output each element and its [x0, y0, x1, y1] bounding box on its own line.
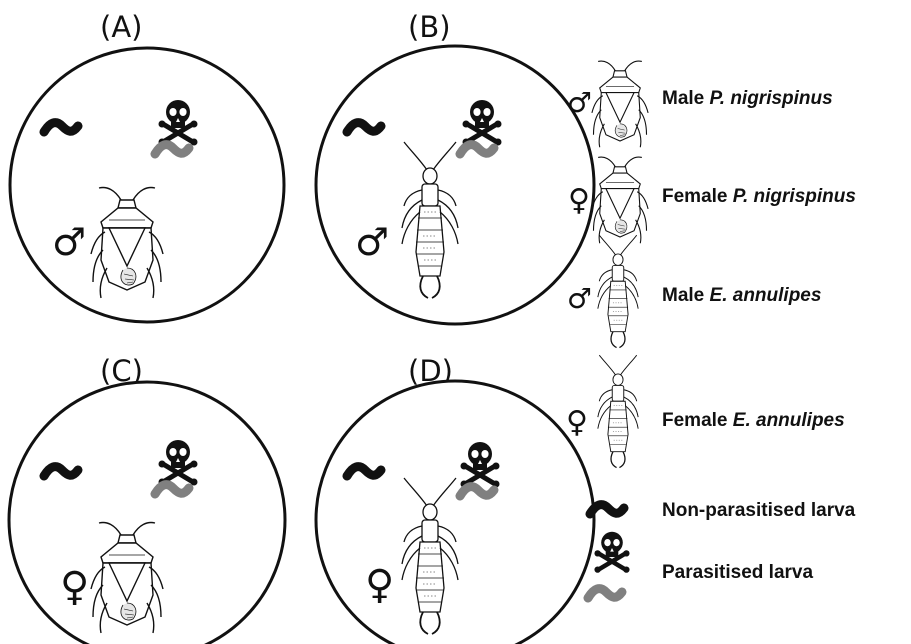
- legend-parasitised-label: Parasitised larva: [662, 562, 813, 584]
- male-symbol-icon: ♂: [355, 220, 389, 264]
- legend-species: E. annulipes: [710, 285, 822, 306]
- legend-species: E. annulipes: [733, 410, 845, 431]
- legend-non-parasitised-label: Non-parasitised larva: [662, 500, 855, 522]
- male-symbol-icon: ♂: [567, 86, 592, 119]
- panel-c: ♀: [9, 382, 285, 644]
- legend-male-earwig-label: Male E. annulipes: [662, 285, 821, 307]
- stink-bug-icon: [592, 61, 648, 147]
- skull-crossbones-icon: [594, 532, 629, 573]
- panel-d: ♀: [316, 381, 594, 644]
- male-symbol-icon: ♂: [52, 220, 86, 264]
- legend-male-bug-label: Male P. nigrispinus: [662, 88, 833, 110]
- legend-prefix: Female: [662, 410, 733, 431]
- stink-bug-icon: [592, 157, 648, 243]
- female-symbol-icon: ♀: [365, 562, 394, 608]
- parasitised-larva-icon: [588, 589, 622, 598]
- legend-female-earwig-label: Female E. annulipes: [662, 410, 845, 432]
- legend-species: P. nigrispinus: [710, 88, 833, 109]
- dish-circle: [316, 46, 594, 324]
- dish-circle: [10, 48, 284, 322]
- female-symbol-icon: ♀: [568, 183, 590, 218]
- panel-b: ♂: [316, 46, 594, 324]
- legend-female-bug-label: Female P. nigrispinus: [662, 186, 856, 208]
- legend-prefix: Male: [662, 88, 710, 109]
- earwig-icon: [598, 355, 638, 467]
- legend-species: P. nigrispinus: [733, 186, 856, 207]
- dish-circle: [316, 381, 594, 644]
- female-symbol-icon: ♀: [60, 564, 89, 610]
- male-symbol-icon: ♂: [567, 282, 592, 315]
- legend-prefix: Female: [662, 186, 733, 207]
- non-parasitised-larva-icon: [590, 505, 624, 514]
- panel-a: ♂: [10, 48, 284, 322]
- earwig-icon: [598, 235, 638, 347]
- legend-prefix: Male: [662, 285, 710, 306]
- female-symbol-icon: ♀: [566, 405, 588, 440]
